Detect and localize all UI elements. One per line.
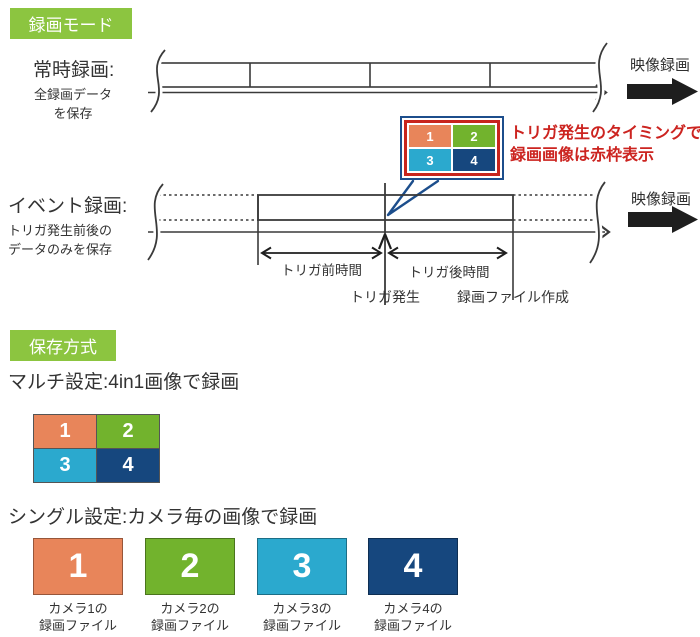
pre-trigger-label: トリガ前時間 bbox=[281, 263, 362, 278]
multi-cell-2: 2 bbox=[97, 415, 159, 448]
camera2-caption-line2: 録画ファイル bbox=[150, 617, 229, 633]
video-record-arrow-icon bbox=[628, 206, 698, 233]
camera2-caption: カメラ2の 録画ファイル bbox=[134, 601, 246, 634]
single-setting-title: シングル設定:カメラ毎の画像で録画 bbox=[8, 507, 318, 528]
trigger-note: トリガ発生のタイミングで 録画画像は赤枠表示 bbox=[510, 123, 700, 166]
file-created-label: 録画ファイル作成 bbox=[457, 289, 569, 305]
continuous-axis-label: 映像録画 bbox=[629, 57, 690, 74]
left-break-curve bbox=[147, 183, 164, 261]
tail-stroke bbox=[386, 179, 440, 217]
event-recording-description: トリガ発生前後の データのみを保存 bbox=[8, 221, 112, 259]
trigger-up-arrow-icon bbox=[377, 233, 393, 250]
camera1-file-box: 1 bbox=[33, 538, 123, 595]
camera1-caption: カメラ1の 録画ファイル bbox=[22, 601, 134, 634]
trigger-note-line1: トリガ発生のタイミングで bbox=[510, 125, 700, 142]
film-band bbox=[148, 62, 602, 94]
trigger-occurs-label: トリガ発生 bbox=[350, 289, 420, 305]
camera3-file-box: 3 bbox=[257, 538, 347, 595]
post-trigger-arrow bbox=[387, 246, 508, 260]
multi-cell-1: 1 bbox=[34, 415, 96, 448]
multi-4in1-grid: 1 2 3 4 bbox=[33, 414, 160, 483]
continuous-desc-line1: 全録画データ bbox=[33, 87, 112, 102]
continuous-timeline-graphic bbox=[148, 40, 698, 115]
camera1-caption-line2: 録画ファイル bbox=[38, 617, 117, 633]
save-method-badge: 保存方式 bbox=[10, 330, 116, 361]
pre-trigger-arrow bbox=[260, 246, 383, 260]
trigger-quad-callout: 1 2 3 4 bbox=[400, 116, 504, 180]
left-break-curve bbox=[150, 49, 166, 113]
event-recording-title: イベント録画: bbox=[8, 196, 128, 217]
quad-cell-2: 2 bbox=[453, 125, 495, 147]
guide-lines bbox=[257, 183, 514, 305]
camera3-caption-line1: カメラ3の bbox=[272, 601, 332, 616]
dotted-band bbox=[158, 194, 600, 221]
event-timeline-graphic bbox=[145, 179, 698, 305]
right-break-curve bbox=[592, 42, 608, 113]
continuous-recording-description: 全録画データ を保存 bbox=[18, 85, 128, 123]
camera2-caption-line1: カメラ2の bbox=[160, 601, 220, 616]
quad-cell-3: 3 bbox=[409, 149, 451, 171]
multi-cell-3: 3 bbox=[34, 449, 96, 482]
right-break-curve bbox=[589, 181, 606, 264]
camera4-caption-line2: 録画ファイル bbox=[373, 617, 452, 633]
event-desc-line1: トリガ発生前後の bbox=[8, 223, 113, 238]
video-record-arrow-icon bbox=[627, 78, 698, 105]
camera2-file-box: 2 bbox=[145, 538, 235, 595]
continuous-recording-title: 常時録画: bbox=[33, 60, 115, 81]
trigger-note-line2: 録画画像は赤枠表示 bbox=[510, 146, 655, 164]
camera4-file-box: 4 bbox=[368, 538, 458, 595]
continuous-desc-line2: を保存 bbox=[53, 106, 93, 121]
camera4-caption-line1: カメラ4の bbox=[383, 601, 443, 616]
camera3-caption-line2: 録画ファイル bbox=[262, 617, 341, 633]
camera1-caption-line1: カメラ1の bbox=[48, 601, 108, 616]
red-frame: 1 2 3 4 bbox=[404, 120, 500, 176]
recording-mode-badge: 録画モード bbox=[10, 8, 132, 39]
multi-setting-title: マルチ設定:4in1画像で録画 bbox=[8, 372, 240, 393]
camera3-caption: カメラ3の 録画ファイル bbox=[246, 601, 358, 634]
quad-view-grid: 1 2 3 4 bbox=[409, 125, 495, 171]
camera4-caption: カメラ4の 録画ファイル bbox=[357, 601, 469, 634]
callout-pointer-tail bbox=[386, 179, 440, 217]
post-trigger-label: トリガ後時間 bbox=[408, 265, 490, 280]
event-axis-label: 映像録画 bbox=[630, 191, 691, 208]
multi-cell-4: 4 bbox=[97, 449, 159, 482]
quad-cell-4: 4 bbox=[453, 149, 495, 171]
quad-cell-1: 1 bbox=[409, 125, 451, 147]
event-desc-line2: データのみを保存 bbox=[8, 242, 113, 257]
